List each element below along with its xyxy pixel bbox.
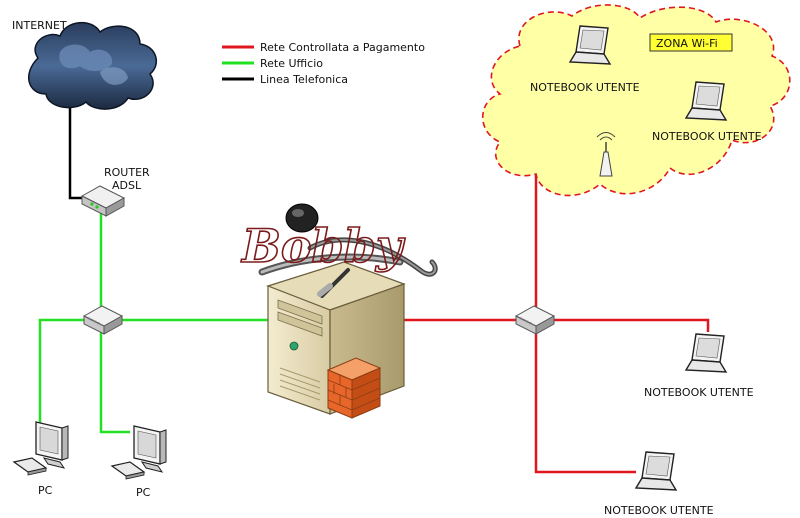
antenna-icon (596, 132, 616, 177)
laptop-icon-mid-right (684, 333, 728, 373)
bobby-logo: Bobby (239, 203, 438, 298)
router-label-line1: ROUTER (104, 166, 150, 179)
pc-label-right: PC (136, 486, 151, 499)
legend-label-office: Rete Ufficio (260, 57, 323, 70)
notebook-label-bottom: NOTEBOOK UTENTE (604, 504, 714, 517)
internet-label: INTERNET (12, 19, 67, 32)
legend-label-paid: Rete Controllata a Pagamento (260, 41, 425, 54)
desktop-pc-icon-left (12, 421, 69, 476)
router-icon (80, 185, 126, 217)
laptop-icon-bottom (634, 451, 678, 491)
wifi-zone-label: ZONA Wi-Fi (656, 37, 718, 50)
legend-label-phone: Linea Telefonica (260, 73, 348, 86)
laptop-icon-top-right (684, 81, 728, 121)
notebook-label-top-left: NOTEBOOK UTENTE (530, 81, 640, 94)
firewall-icon (326, 357, 382, 419)
notebook-label-top-right: NOTEBOOK UTENTE (652, 130, 762, 143)
wifi-zone-badge (649, 33, 733, 52)
office-switch-icon (82, 305, 124, 335)
laptop-icon-top-left (568, 25, 612, 65)
paid-network-lines (402, 154, 710, 474)
logo-text: Bobby (240, 219, 406, 273)
paid-switch-icon (514, 305, 556, 335)
office-network-lines (38, 212, 274, 434)
legend: Rete Controllata a Pagamento Rete Uffici… (222, 41, 425, 86)
wifi-zone-cloud (482, 4, 791, 197)
pc-label-left: PC (38, 484, 53, 497)
internet-cloud-icon (28, 22, 158, 110)
router-label-line2: ADSL (112, 179, 142, 192)
notebook-label-mid-right: NOTEBOOK UTENTE (644, 386, 754, 399)
desktop-pc-icon-right (110, 425, 167, 480)
